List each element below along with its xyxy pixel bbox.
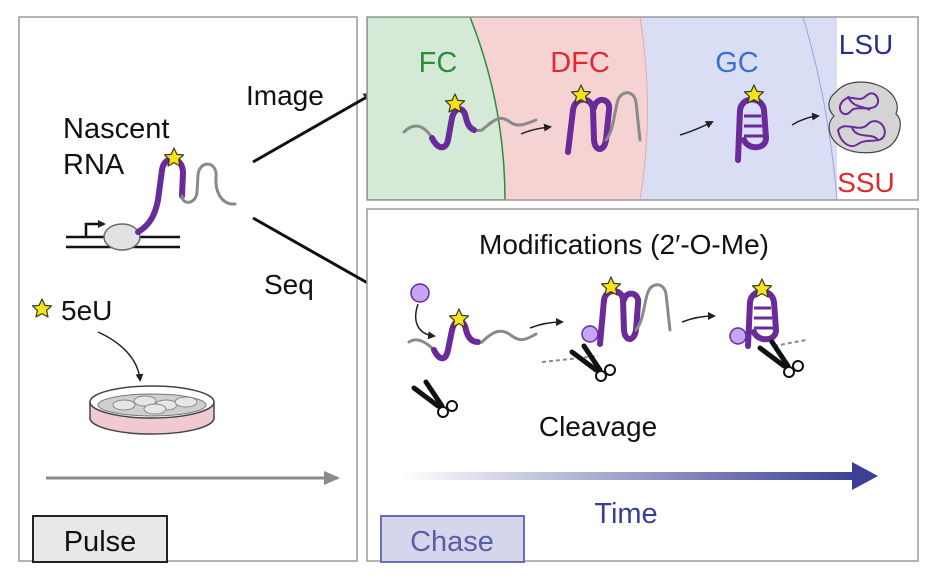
cleavage-label: Cleavage bbox=[539, 411, 657, 442]
rna-seq-step2 bbox=[541, 276, 672, 363]
rna-seq-step1 bbox=[407, 308, 538, 362]
rna-seq-step3 bbox=[729, 278, 807, 349]
chase-box: Chase bbox=[380, 515, 525, 563]
image-arrow bbox=[252, 92, 374, 164]
modification-enzyme-icon bbox=[410, 283, 430, 303]
pulse-box: Pulse bbox=[32, 515, 168, 563]
rna-dfc bbox=[565, 84, 642, 155]
time-arrow bbox=[400, 462, 878, 490]
nascent-rna-label-line2: RNA bbox=[63, 149, 125, 181]
gc-to-ribosome-arrow bbox=[791, 112, 820, 126]
fc-label: FC bbox=[419, 47, 458, 79]
dna-transcription-icon bbox=[66, 147, 237, 251]
nascent-rna-label-line1: Nascent bbox=[63, 113, 169, 145]
seq-arrow bbox=[252, 216, 382, 292]
rna-gc bbox=[735, 84, 770, 163]
lsu-label: LSU bbox=[839, 29, 893, 60]
modification-arrow bbox=[414, 303, 436, 340]
ssu-label: SSU bbox=[837, 167, 895, 198]
fc-to-dfc-arrow bbox=[520, 123, 552, 135]
rna-fc bbox=[402, 93, 538, 151]
petri-dish-icon bbox=[89, 385, 215, 435]
image-label: Image bbox=[246, 80, 324, 111]
nucleolus-regions bbox=[367, 17, 838, 200]
pulse-label: Pulse bbox=[64, 526, 137, 558]
eu-label: 5eU bbox=[61, 295, 112, 326]
promoter-arrow-icon bbox=[84, 220, 106, 237]
modifications-label: Modifications (2′-O-Me) bbox=[479, 229, 769, 260]
seq-label: Seq bbox=[264, 269, 314, 300]
polymerase-icon bbox=[103, 223, 141, 251]
seq-step1-arrow bbox=[529, 318, 564, 329]
image-panel bbox=[366, 16, 919, 201]
eu-to-dish-arrow bbox=[97, 331, 144, 382]
dfc-label: DFC bbox=[550, 47, 610, 79]
dfc-to-gc-arrow bbox=[679, 121, 714, 136]
seq-panel bbox=[366, 208, 919, 562]
pulse-panel bbox=[18, 16, 358, 562]
ribosome-icon bbox=[828, 81, 901, 154]
time-label: Time bbox=[594, 498, 657, 530]
seq-step2-arrow bbox=[681, 312, 716, 323]
gc-label: GC bbox=[715, 47, 759, 79]
chase-label: Chase bbox=[410, 526, 494, 558]
fc-region bbox=[367, 17, 506, 200]
